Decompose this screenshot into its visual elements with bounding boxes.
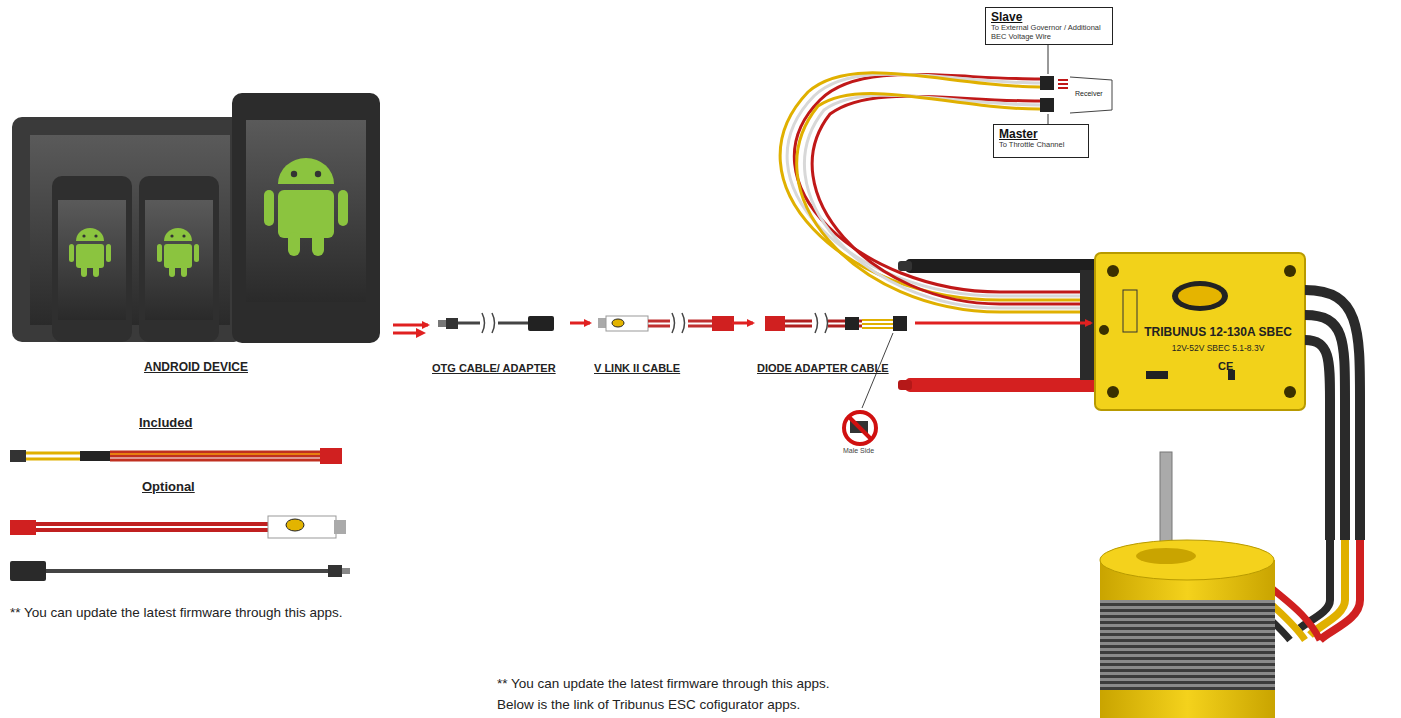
cert-mark: CE xyxy=(1218,360,1233,372)
section-heading: Included xyxy=(139,415,192,430)
node-title: TRIBUNUS 12-130A SBEC xyxy=(1139,325,1297,339)
arrow-connector xyxy=(393,324,428,327)
node-subtitle: To External Governor / Additional BEC Vo… xyxy=(991,24,1107,41)
vlink-cable: V LINK II CABLE xyxy=(594,310,724,374)
android-device: ANDROID DEVICE xyxy=(10,92,382,374)
note-text: ** You can update the latest firmware th… xyxy=(10,605,342,620)
section-heading: Optional xyxy=(142,479,195,494)
node-title: OTG CABLE/ ADAPTER xyxy=(432,362,556,374)
node-title: Slave xyxy=(991,10,1107,24)
note-text: ** You can update the latest firmware th… xyxy=(497,676,829,691)
node-title: V LINK II CABLE xyxy=(594,362,680,374)
note-text: Below is the link of Tribunus ESC cofigu… xyxy=(497,697,800,712)
node-subtitle: To Throttle Channel xyxy=(999,141,1083,150)
esc-unit: TRIBUNUS 12-130A SBEC 12V-52V SBEC 5.1-8.… xyxy=(1095,253,1305,410)
node-title: ANDROID DEVICE xyxy=(144,360,248,374)
slave-box: SlaveTo External Governor / Additional B… xyxy=(985,7,1113,45)
node-subtitle: 12V-52V SBEC 5.1-8.3V xyxy=(1139,343,1297,353)
warning-label: Male Side xyxy=(843,447,874,454)
node-title: DIODE ADAPTER CABLE xyxy=(757,362,889,374)
arrow-connector xyxy=(915,322,1091,325)
master-box: MasterTo Throttle Channel xyxy=(993,124,1089,158)
arrow-connector xyxy=(732,322,753,325)
node-title: Master xyxy=(999,127,1083,141)
diode-adapter-cable: DIODE ADAPTER CABLE xyxy=(757,310,907,374)
arrow-connector xyxy=(570,322,590,325)
otg-cable: OTG CABLE/ ADAPTER xyxy=(432,310,562,374)
connector-label: Receiver xyxy=(1075,90,1103,97)
